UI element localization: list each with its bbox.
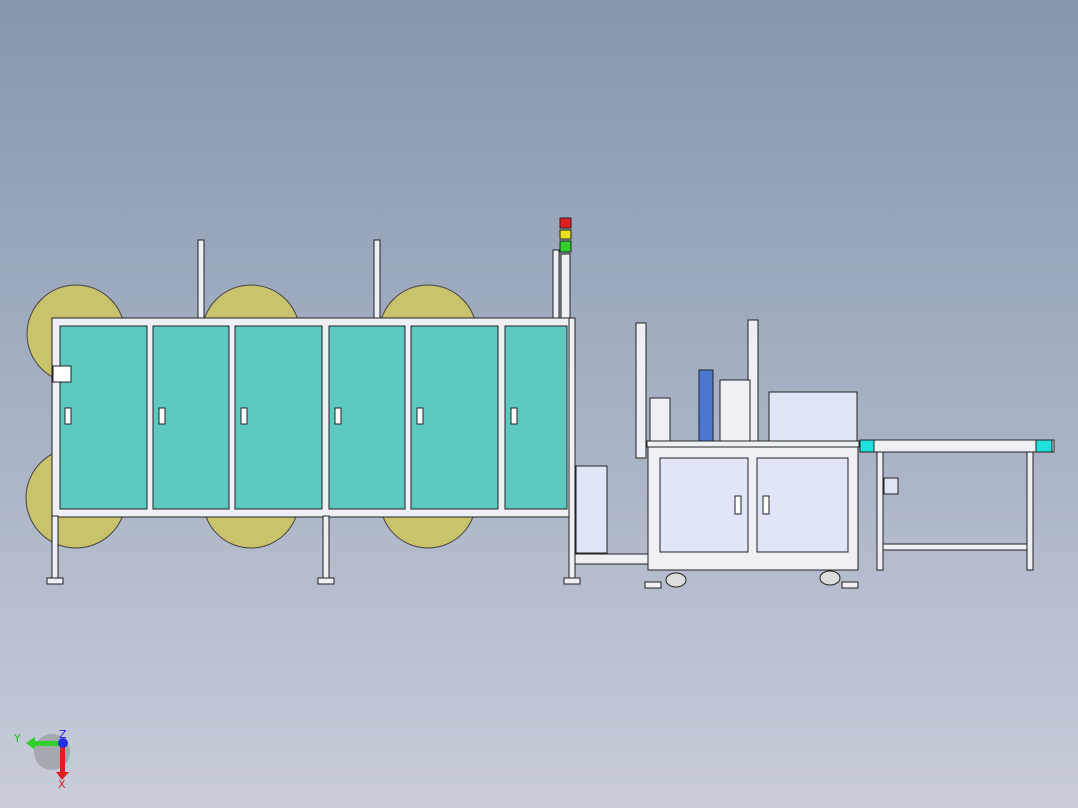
electrical-box bbox=[575, 465, 608, 554]
y-axis-arrow bbox=[33, 741, 63, 746]
x-label: X bbox=[58, 778, 66, 791]
z-axis-dot bbox=[58, 738, 68, 748]
signal-tower bbox=[559, 217, 572, 321]
axis-triad: Y Z X bbox=[13, 728, 70, 791]
base-rail bbox=[574, 553, 651, 565]
y-label: Y bbox=[13, 732, 21, 745]
z-label: Z bbox=[59, 728, 67, 741]
x-axis-arrow bbox=[60, 744, 65, 774]
output-conveyor bbox=[859, 439, 1055, 571]
forming-machine bbox=[635, 319, 860, 589]
main-cabinet bbox=[46, 317, 581, 585]
